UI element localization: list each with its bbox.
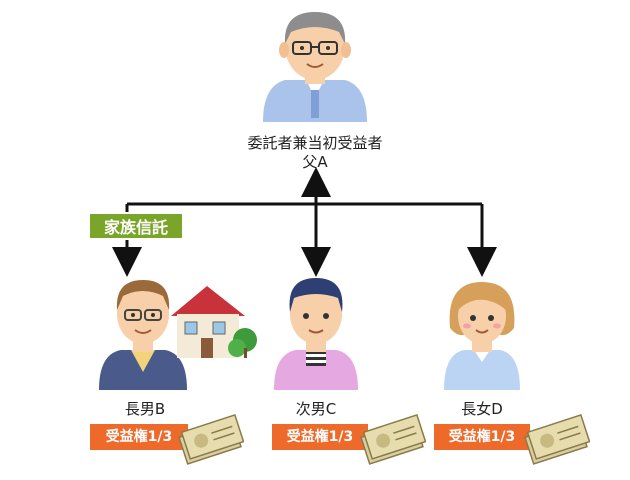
cash-icon <box>178 414 244 465</box>
eldest-daughter-share-badge: 受益権1/3 <box>434 424 530 450</box>
eldest-daughter-avatar <box>444 282 520 390</box>
father-name: 父A <box>302 153 328 171</box>
family-trust-label: 家族信託 <box>88 212 184 240</box>
eldest-son-name: 長男B <box>124 400 166 418</box>
cash-icon <box>360 414 426 465</box>
house-icon <box>171 286 257 358</box>
father-avatar <box>263 12 367 122</box>
second-son-avatar <box>274 278 358 390</box>
eldest-son-share-badge: 受益権1/3 <box>90 424 188 450</box>
eldest-son-avatar <box>99 280 187 390</box>
eldest-daughter-name: 長女D <box>461 400 503 418</box>
father-role: 委託者兼当初受益者 <box>247 134 383 152</box>
second-son-share-badge: 受益権1/3 <box>272 424 368 450</box>
cash-icon <box>524 414 590 465</box>
second-son-name: 次男C <box>295 400 337 418</box>
